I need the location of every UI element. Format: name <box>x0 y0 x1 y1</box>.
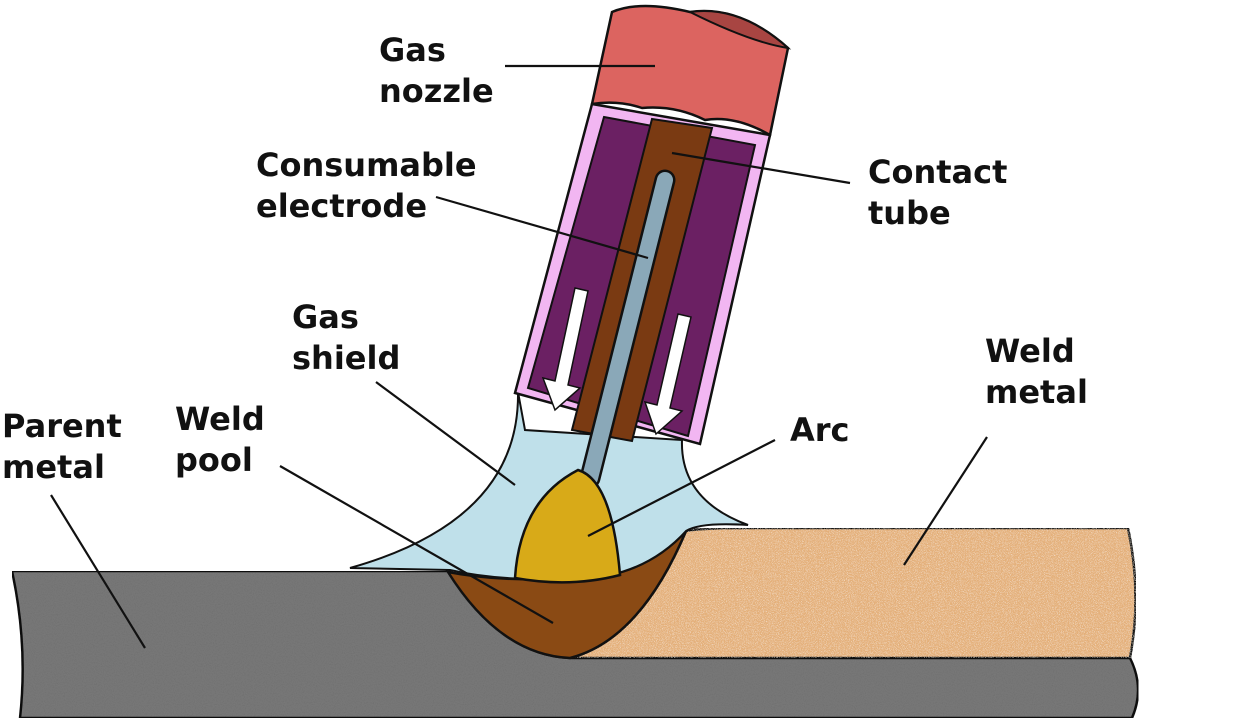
label-gas-nozzle-line-1: Gas <box>379 31 446 69</box>
label-parent-metal-line-1: Parent <box>2 407 122 445</box>
gas-flow-arrow-left <box>541 287 589 412</box>
label-contact-tube: Contact tube <box>868 152 1007 234</box>
leader-weld-pool <box>279 465 554 624</box>
label-contact-tube-line-2: tube <box>868 194 951 232</box>
leader-arc <box>587 439 776 537</box>
label-consumable-electrode: Consumable electrode <box>256 145 477 227</box>
label-contact-tube-line-1: Contact <box>868 153 1008 191</box>
label-weld-metal: Weld metal <box>985 331 1088 413</box>
label-consumable-electrode-line-2: electrode <box>256 187 428 225</box>
gas-nozzle-shape <box>590 4 790 137</box>
label-weld-metal-line-1: Weld <box>985 332 1075 370</box>
arc-shape <box>513 468 622 584</box>
leader-gas-shield <box>375 381 516 486</box>
label-gas-shield-line-2: shield <box>292 339 401 377</box>
label-arc: Arc <box>790 410 850 451</box>
label-weld-metal-line-2: metal <box>985 373 1088 411</box>
label-gas-shield-line-1: Gas <box>292 298 359 336</box>
label-gas-shield: Gas shield <box>292 297 400 379</box>
leader-parent-metal <box>50 494 146 649</box>
label-weld-pool-line-2: pool <box>175 441 253 479</box>
label-arc-line-1: Arc <box>790 411 850 449</box>
label-weld-pool: Weld pool <box>175 399 265 481</box>
gas-flow-arrow-right <box>643 313 692 436</box>
label-consumable-electrode-line-1: Consumable <box>256 146 477 184</box>
electrode-wire-fill <box>582 172 673 486</box>
label-weld-pool-line-1: Weld <box>175 400 265 438</box>
gas-nozzle-opening <box>686 10 792 50</box>
label-parent-metal-line-2: metal <box>2 448 105 486</box>
label-parent-metal: Parent metal <box>2 406 122 488</box>
label-gas-nozzle-line-2: nozzle <box>379 72 494 110</box>
leader-consumable-electrode <box>435 195 649 260</box>
leader-weld-metal <box>903 436 988 566</box>
label-gas-nozzle: Gas nozzle <box>379 30 494 112</box>
leader-contact-tube <box>671 151 851 185</box>
